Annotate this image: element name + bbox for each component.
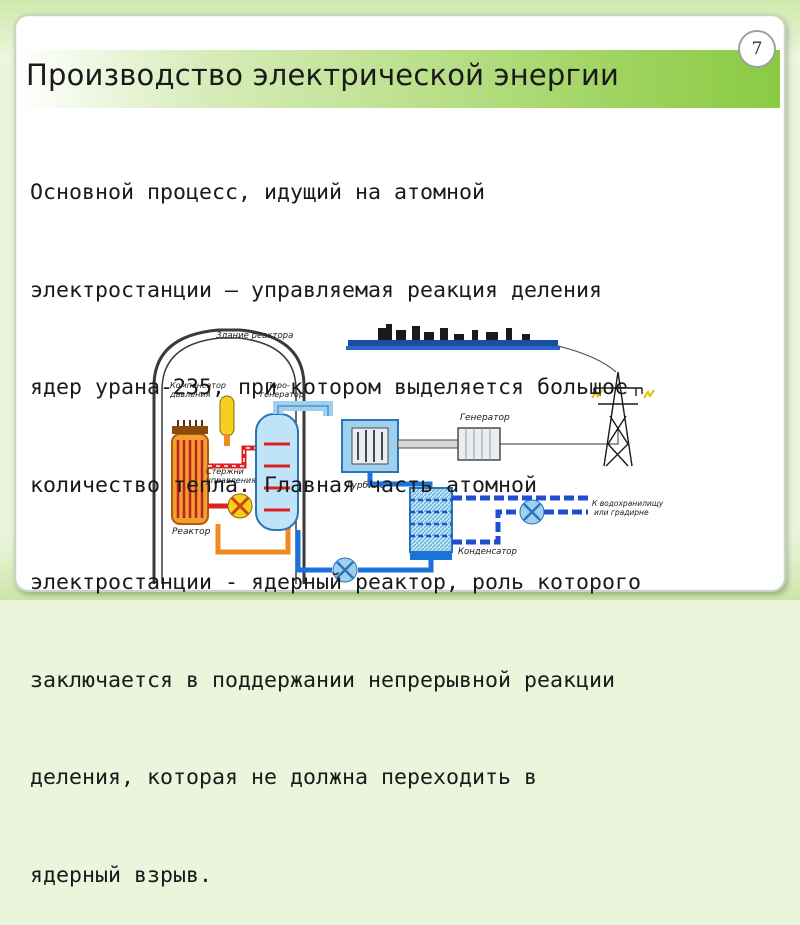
label-steam-generator: Паро-генератор: [260, 381, 304, 399]
power-line: [557, 345, 617, 373]
turbine: [341, 419, 399, 473]
label-turbine: Турбина: [346, 481, 385, 491]
steam-generator: [255, 413, 299, 531]
spark-icon: [591, 389, 603, 399]
body-line: количество тепла. Главная часть атомной: [30, 472, 538, 498]
cooling-pump: [519, 499, 545, 525]
reactor: [171, 420, 209, 525]
body-line: Основной процесс, идущий на атомной: [30, 180, 486, 205]
spark-icon: [643, 389, 655, 399]
slide-panel: [14, 14, 786, 592]
slide-title: Производство электрической энергии: [26, 58, 620, 92]
body-line: электростанции - ядерный реактор, роль к…: [30, 570, 642, 595]
primary-pump: [227, 493, 253, 519]
body-text: Основной процесс, идущий на атомной элек…: [30, 112, 770, 925]
generator-cable: [500, 428, 619, 445]
body-line: электростанции – управляемая реакция дел…: [30, 277, 603, 303]
city-skyline: [346, 324, 560, 350]
title-stripe: [16, 50, 780, 108]
body-line: ядерный взрыв.: [30, 862, 213, 888]
label-generator: Генератор: [460, 413, 510, 423]
body-line: деления, которая не должна переходить в: [30, 765, 538, 790]
label-building: Здание реактора: [216, 331, 293, 341]
body-line: заключается в поддержании непрерывной ре…: [30, 667, 616, 693]
page-number-badge: 7: [738, 30, 776, 68]
body-line: ядер урана-235, при котором выделяется б…: [30, 375, 629, 400]
